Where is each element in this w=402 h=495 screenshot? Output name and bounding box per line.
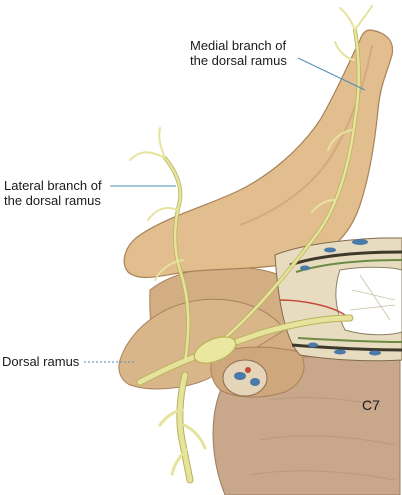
lateral-branch (163, 156, 190, 364)
label-c7: C7 (362, 397, 380, 413)
spinous-process (123, 29, 394, 279)
label-medial-line2: the dorsal ramus (190, 53, 287, 68)
vertebral-body-texture (249, 397, 396, 481)
leader-lines (84, 57, 366, 363)
label-lateral-branch: Lateral branch of the dorsal ramus (4, 178, 102, 208)
medial-leader-line (297, 57, 366, 91)
label-lateral-line2: the dorsal ramus (4, 193, 101, 208)
ventral-branch (177, 372, 193, 483)
spinous-process-highlight (239, 44, 373, 226)
label-medial-branch: Medial branch of the dorsal ramus (190, 38, 287, 68)
medial-branch (208, 28, 360, 352)
spinal-canal (274, 237, 402, 362)
label-dorsal-ramus: Dorsal ramus (2, 354, 80, 369)
dorsal-root-ganglion (193, 336, 237, 364)
nerves (129, 5, 373, 484)
vertebral-foramen (222, 359, 268, 397)
label-medial-line1: Medial branch of (190, 38, 287, 53)
label-lateral-line1: Lateral branch of (4, 178, 102, 193)
